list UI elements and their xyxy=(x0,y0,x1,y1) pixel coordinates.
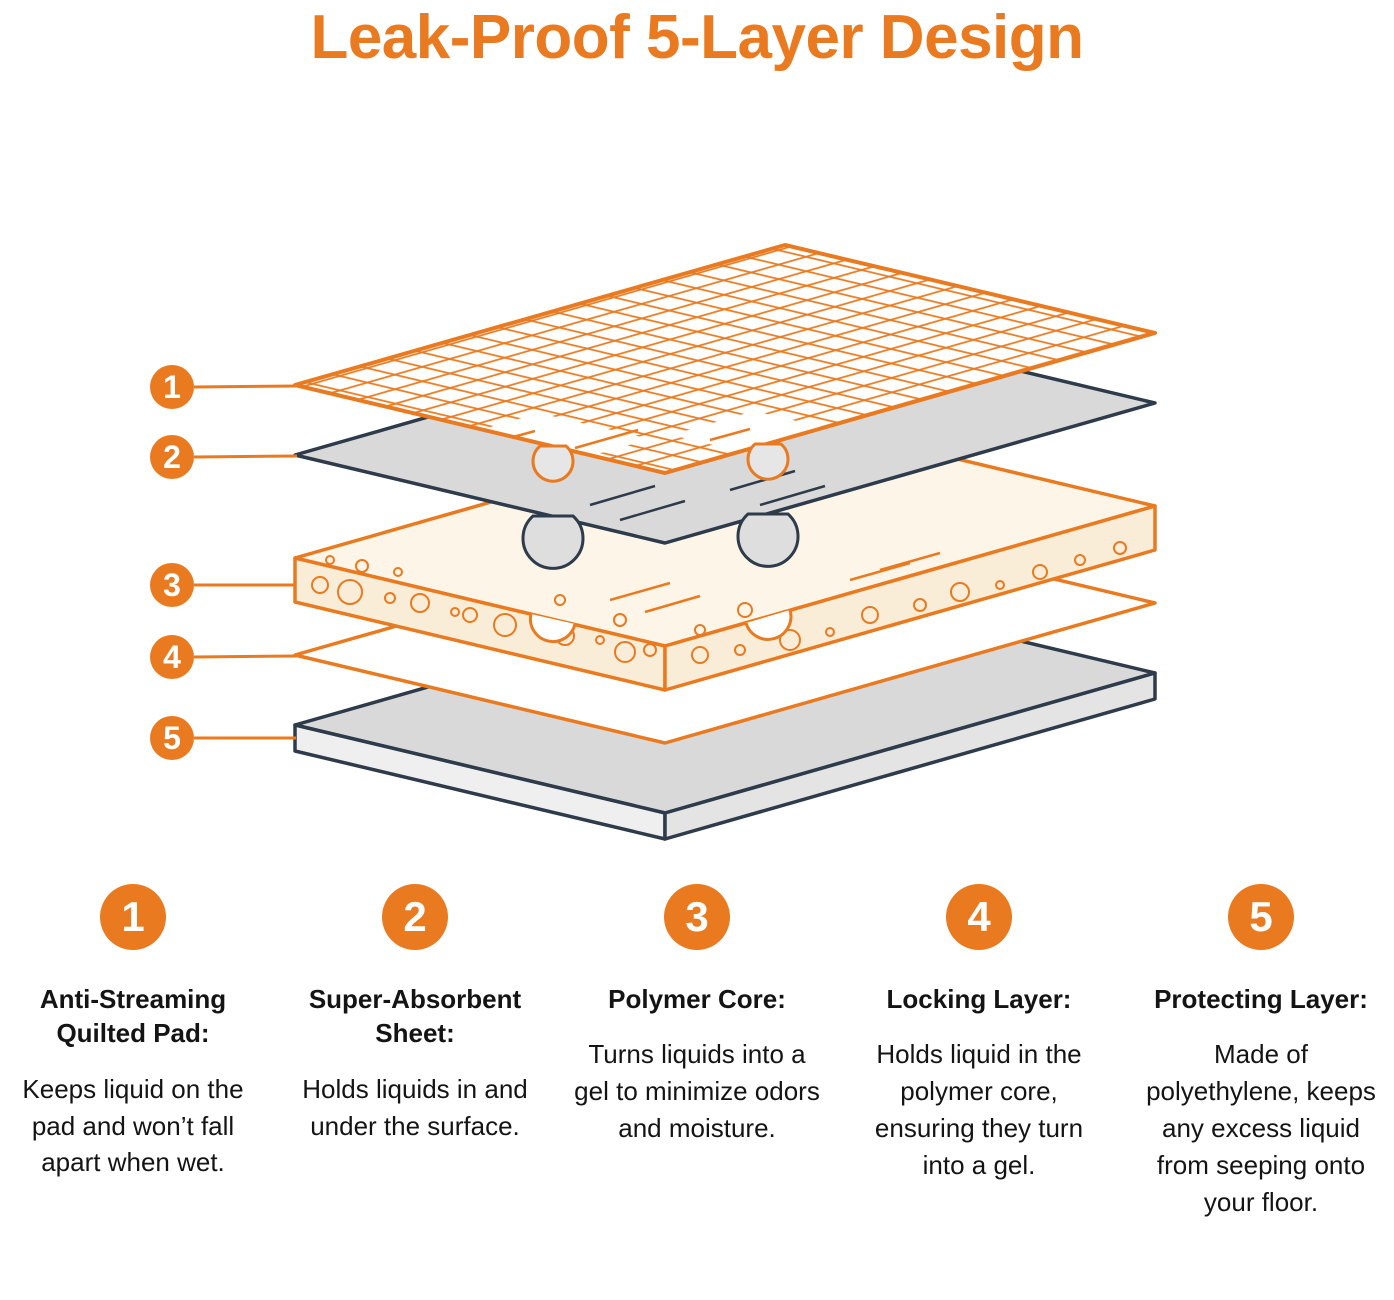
callout-number-3: 3 xyxy=(163,567,181,603)
legend-body-4: Holds liquid in the polymer core, ensuri… xyxy=(874,1039,1084,1181)
legend-number-badge-1: 1 xyxy=(100,884,166,950)
callout-badge-2: 2 xyxy=(150,435,194,479)
callout-number-2: 2 xyxy=(163,439,181,475)
mesh-dimple-left xyxy=(531,444,575,483)
callout-leader-lines xyxy=(193,384,298,740)
diagram-callouts: 1 2 3 4 5 xyxy=(150,365,298,760)
core-notch-right xyxy=(744,609,793,641)
callout-badge-1: 1 xyxy=(150,365,194,409)
page-title: Leak-Proof 5-Layer Design xyxy=(310,3,1084,72)
legend-heading-3: Polymer Core: xyxy=(608,984,786,1014)
legend-item-2: 2 Super-Absorbent Sheet: Holds liquids i… xyxy=(289,884,541,1221)
sheet-dimple-left xyxy=(521,514,585,570)
sheet-dimple-right xyxy=(736,512,800,568)
five-layer-exploded-diagram: 1 2 3 4 5 xyxy=(150,243,1157,841)
mesh-dimple-right xyxy=(746,442,790,481)
legend-heading-5: Protecting Layer: xyxy=(1154,984,1368,1014)
legend-heading-2: Super-Absorbent Sheet: xyxy=(308,984,522,1049)
legend-heading-4: Locking Layer: xyxy=(886,984,1072,1014)
layer-legend: 1 Anti-Streaming Quilted Pad: Keeps liqu… xyxy=(0,884,1394,1221)
polymer-bubbles xyxy=(311,541,1127,664)
core-notch-left xyxy=(528,613,577,644)
callout-number-1: 1 xyxy=(163,369,181,405)
callout-badge-4: 4 xyxy=(150,635,194,679)
legend-item-3: 3 Polymer Core: Turns liquids into a gel… xyxy=(571,884,823,1221)
legend-number-badge-5: 5 xyxy=(1228,884,1294,950)
core-quilt-lines xyxy=(609,551,941,614)
callout-number-4: 4 xyxy=(163,639,181,675)
sheet-quilt-lines xyxy=(589,469,826,522)
legend-body-1: Keeps liquid on the pad and won’t fall a… xyxy=(22,1073,244,1178)
legend-item-5: 5 Protecting Layer: Made of polyethylene… xyxy=(1135,884,1387,1221)
legend-number-badge-4: 4 xyxy=(946,884,1012,950)
callout-badge-3: 3 xyxy=(150,563,194,607)
callout-badge-5: 5 xyxy=(150,716,194,760)
callout-number-5: 5 xyxy=(163,720,181,756)
layer-3-polymer-core-graphic xyxy=(293,416,1157,692)
legend-number-badge-3: 3 xyxy=(664,884,730,950)
legend-body-5: Made of polyethylene, keeps any excess l… xyxy=(1146,1039,1376,1217)
legend-body-3: Turns liquids into a gel to minimize odo… xyxy=(574,1039,820,1144)
legend-body-2: Holds liquids in and under the surface. xyxy=(302,1073,528,1141)
legend-heading-1: Anti-Streaming Quilted Pad: xyxy=(39,984,227,1049)
legend-item-1: 1 Anti-Streaming Quilted Pad: Keeps liqu… xyxy=(7,884,259,1221)
legend-number-badge-2: 2 xyxy=(382,884,448,950)
legend-item-4: 4 Locking Layer: Holds liquid in the pol… xyxy=(853,884,1105,1221)
